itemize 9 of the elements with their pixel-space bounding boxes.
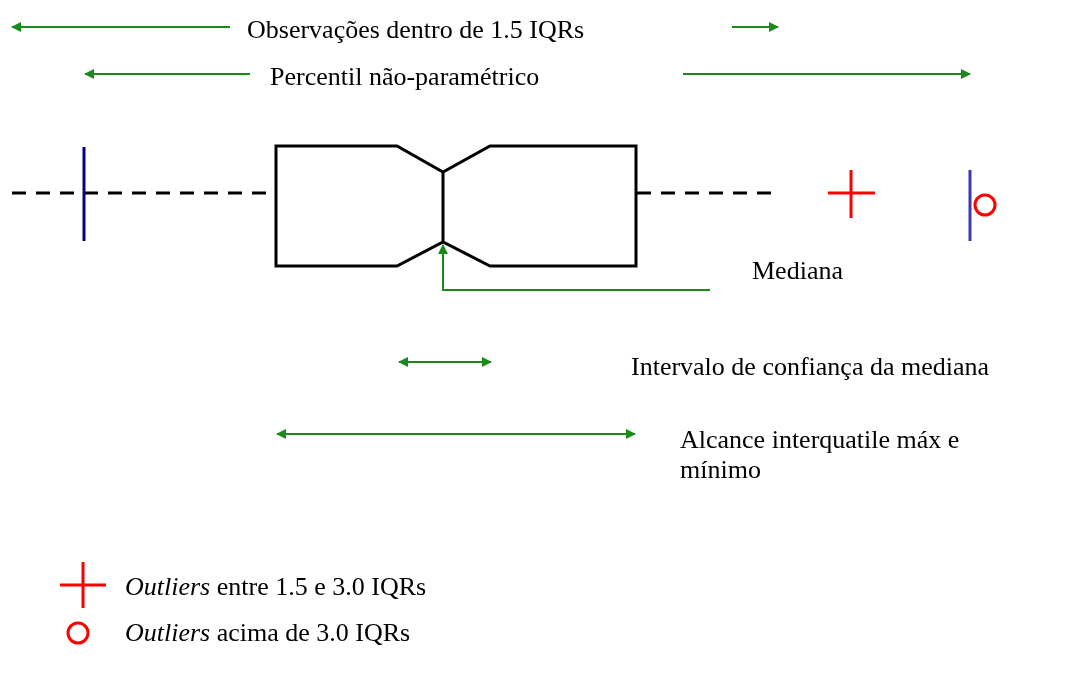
leader-line — [438, 244, 711, 291]
legend-text: Outliers acima de 3.0 IQRs — [125, 618, 411, 648]
notched-box — [274, 144, 638, 268]
callout-text: Mediana — [710, 256, 843, 292]
legend-text: Outliers entre 1.5 e 3.0 IQRs — [125, 572, 427, 602]
annotation-text: Observações dentro de 1.5 IQRs — [247, 15, 585, 45]
annotation-text: Intervalo de confiança da mediana — [631, 352, 990, 382]
annotation-text: Alcance interquatile máx e mínimo — [680, 425, 961, 485]
annotation-text: Percentil não-paramétrico — [270, 62, 540, 92]
